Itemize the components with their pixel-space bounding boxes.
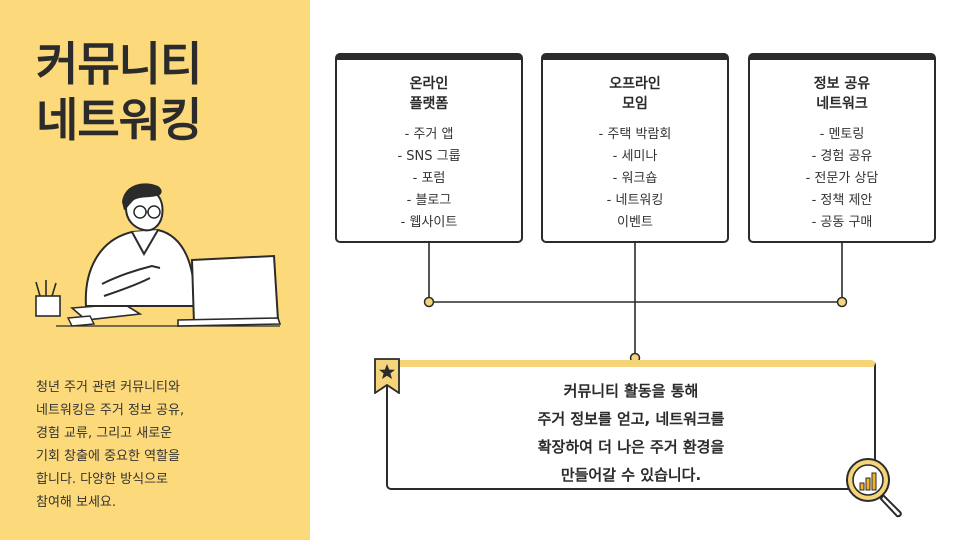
connector-dot xyxy=(836,296,848,308)
card-item-list: - 주택 박람회 - 세미나 - 워크숍 - 네트워킹 이벤트 xyxy=(543,124,727,234)
card-title-line: 네트워크 xyxy=(816,96,868,112)
description-line: 경험 교류, 그리고 새로운 xyxy=(36,426,173,441)
card-title-line: 모임 xyxy=(622,96,648,112)
list-item: - 주거 앱 xyxy=(404,127,454,142)
man-at-laptop-illustration xyxy=(35,183,282,327)
left-panel: 커뮤니티 네트워킹 청년 주거 관련 커뮤니티와 네트워킹은 주거 정보 공유,… xyxy=(0,0,310,540)
magnifier-bar-chart-icon xyxy=(846,458,902,518)
description-text: 청년 주거 관련 커뮤니티와 네트워킹은 주거 정보 공유, 경험 교류, 그리… xyxy=(36,376,286,514)
description-line: 네트워킹은 주거 정보 공유, xyxy=(36,403,185,418)
card-info-sharing-network: 정보 공유 네트워크 - 멘토링 - 경험 공유 - 전문가 상담 - 정책 제… xyxy=(748,53,936,243)
title-line-1: 커뮤니티 xyxy=(36,37,202,91)
title-line-2: 네트워킹 xyxy=(36,93,202,147)
card-offline-meetup: 오프라인 모임 - 주택 박람회 - 세미나 - 워크숍 - 네트워킹 이벤트 xyxy=(541,53,729,243)
page-title: 커뮤니티 네트워킹 xyxy=(36,36,202,148)
summary-line: 확장하여 더 나은 주거 환경을 xyxy=(537,438,725,456)
card-title-line: 정보 공유 xyxy=(813,76,871,92)
list-item: - 세미나 xyxy=(612,149,658,164)
star-bookmark-icon xyxy=(374,358,400,394)
card-title: 온라인 플랫폼 xyxy=(337,74,521,114)
card-title-line: 플랫폼 xyxy=(409,96,449,112)
description-line: 기회 창출에 중요한 역할을 xyxy=(36,449,180,464)
card-online-platform: 온라인 플랫폼 - 주거 앱 - SNS 그룹 - 포럼 - 블로그 - 웹사이… xyxy=(335,53,523,243)
list-item: - 전문가 상담 xyxy=(805,171,879,186)
connector-dot xyxy=(423,296,435,308)
summary-line: 커뮤니티 활동을 통해 xyxy=(563,382,699,400)
card-item-list: - 멘토링 - 경험 공유 - 전문가 상담 - 정책 제안 - 공동 구매 xyxy=(750,124,934,234)
list-item: - 네트워킹 xyxy=(606,193,664,208)
summary-line: 만들어갈 수 있습니다. xyxy=(560,466,702,484)
summary-line: 주거 정보를 얻고, 네트워크를 xyxy=(537,410,725,428)
list-item: - 경험 공유 xyxy=(811,149,873,164)
description-line: 합니다. 다양한 방식으로 xyxy=(36,472,168,487)
card-item-list: - 주거 앱 - SNS 그룹 - 포럼 - 블로그 - 웹사이트 xyxy=(337,124,521,234)
list-item: - 공동 구매 xyxy=(811,215,873,230)
list-item: - 정책 제안 xyxy=(811,193,873,208)
list-item: - SNS 그룹 xyxy=(397,149,461,164)
card-title-line: 온라인 xyxy=(409,76,449,92)
card-title: 오프라인 모임 xyxy=(543,74,727,114)
summary-text: 커뮤니티 활동을 통해 주거 정보를 얻고, 네트워크를 확장하여 더 나은 주… xyxy=(388,377,874,489)
card-title-line: 오프라인 xyxy=(609,76,661,92)
list-item: - 주택 박람회 xyxy=(598,127,672,142)
list-item: - 포럼 xyxy=(412,171,446,186)
list-item: 이벤트 xyxy=(617,215,653,230)
summary-box: 커뮤니티 활동을 통해 주거 정보를 얻고, 네트워크를 확장하여 더 나은 주… xyxy=(386,360,876,490)
description-line: 청년 주거 관련 커뮤니티와 xyxy=(36,380,180,395)
list-item: - 멘토링 xyxy=(819,127,865,142)
description-line: 참여해 보세요. xyxy=(36,495,117,510)
list-item: - 블로그 xyxy=(406,193,452,208)
list-item: - 웹사이트 xyxy=(400,215,458,230)
card-title: 정보 공유 네트워크 xyxy=(750,74,934,114)
list-item: - 워크숍 xyxy=(612,171,658,186)
